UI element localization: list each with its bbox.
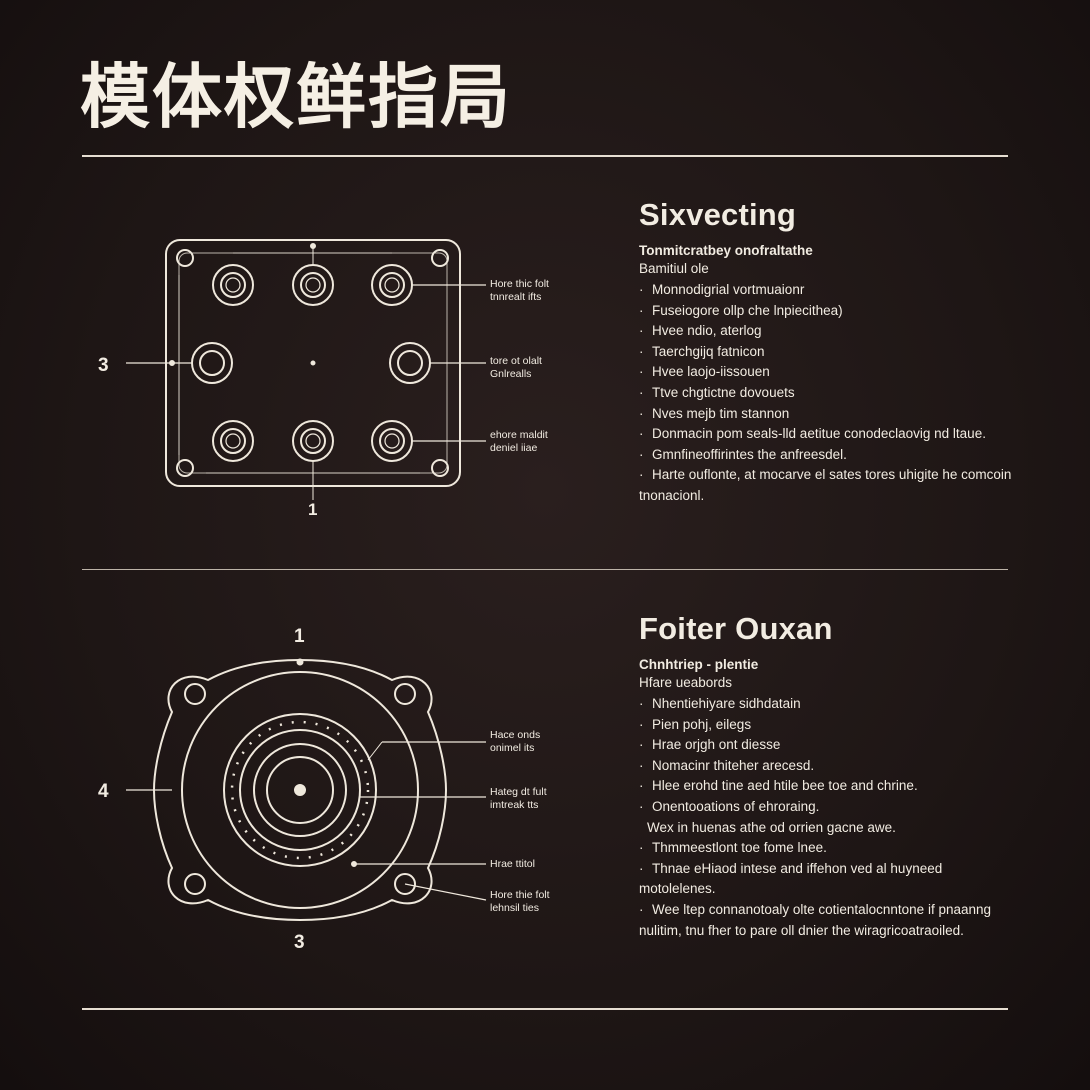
list-item: ·Thmmeestlont toe fome lnee. (639, 840, 827, 856)
page-title: 模体权鲜指局 (80, 56, 512, 138)
round-flange-diagram (126, 658, 487, 922)
section2-heading: Foiter Ouxan (639, 611, 833, 646)
section1-callout-bot-1: ehore maldit (490, 429, 548, 441)
section2-bullet-list: ·Nhentiehiyare sidhdatain ·Pien pohj, ei… (639, 694, 1019, 941)
section2-callout-c-1: Hrae ttitol (490, 858, 535, 870)
section1-callout-mid-1: tore ot olalt (490, 355, 542, 367)
section2-label-left: 4 (98, 781, 109, 802)
list-item: ·Donmacin pom seals-lld aetitue conodecl… (639, 426, 986, 442)
section2-callout-b-2: imtreak tts (490, 799, 538, 811)
section2-callout-a-1: Hace onds (490, 729, 540, 741)
section1-text: Sixvecting Tonmitcratbey onofraltathe Ba… (639, 197, 1019, 507)
list-item: ·Nomacinr thiteher arecesd. (639, 757, 815, 773)
list-item: ·Hrae orjgh ont diesse (639, 737, 781, 753)
section1-bullet-list: ·Monnodigrial vortmuaionr ·Fuseiogore ol… (639, 280, 1019, 507)
middle-divider (82, 569, 1008, 570)
top-divider (82, 155, 1008, 157)
list-item: ·Hvee laojo-iissouen (639, 364, 770, 380)
section2-callout-b-1: Hateg dt fult (490, 786, 547, 798)
list-item: ·Thnae eHiaod intese and iffehon ved al … (639, 860, 943, 897)
section1-heading: Sixvecting (639, 197, 797, 232)
list-item: ·Nhentiehiyare sidhdatain (639, 696, 801, 712)
list-item: ·Ttve chgtictne dovouets (639, 385, 795, 401)
list-item: ·Monnodigrial vortmuaionr (639, 282, 805, 298)
section1-callout-top-2: tnnrealt ifts (490, 291, 541, 303)
section2-callout-d-1: Hore thie folt (490, 889, 550, 901)
section1-callout-bot-2: deniel iiae (490, 442, 537, 454)
section1-subhead: Tonmitcratbey onofraltathe (639, 243, 813, 259)
list-item: ·Onentooations of ehroraing. (639, 799, 820, 815)
section2-text: Foiter Ouxan Chnhtriep - plentie Hfare u… (639, 611, 1019, 941)
square-plate-diagram (126, 239, 486, 500)
section2-subhead2: Hfare ueabords (639, 675, 733, 691)
list-item: ·Hlee erohd tine aed htile bee toe and c… (639, 778, 918, 794)
section2-subhead: Chnhtriep - plentie (639, 657, 759, 673)
section1-label-left: 3 (98, 355, 109, 376)
list-item: ·Fuseiogore ollp che lnpiecithea) (639, 302, 843, 318)
list-item: ·Nves mejb tim stannon (639, 405, 790, 421)
section2-callout-d-2: lehnsil ties (490, 902, 539, 914)
section1-callout-mid-2: Gnlrealls (490, 368, 531, 380)
list-item: ·Harte ouflonte, at mocarve el sates tor… (639, 467, 1012, 504)
list-item: ·Wee ltep connanotoaly olte cotientalocn… (639, 902, 992, 938)
section2-label-top: 1 (294, 626, 305, 647)
list-item: ·Gmnfineoffirintes the anfreesdel. (639, 446, 847, 462)
section1-subhead2: Bamitiul ole (639, 261, 709, 277)
list-item: Wex in huenas athe od orrien gacne awe. (647, 819, 896, 835)
list-item: ·Taerchgijq fatnicon (639, 343, 765, 359)
section2-callout-a-2: onimel its (490, 742, 534, 754)
list-item: ·Pien pohj, eilegs (639, 716, 752, 732)
section1-label-bottom: 1 (308, 500, 317, 519)
bottom-divider (82, 1008, 1008, 1010)
list-item: ·Hvee ndio, aterlog (639, 323, 762, 339)
section1-callout-top-1: Hore thic folt (490, 278, 549, 290)
section2-label-bottom: 3 (294, 932, 305, 953)
